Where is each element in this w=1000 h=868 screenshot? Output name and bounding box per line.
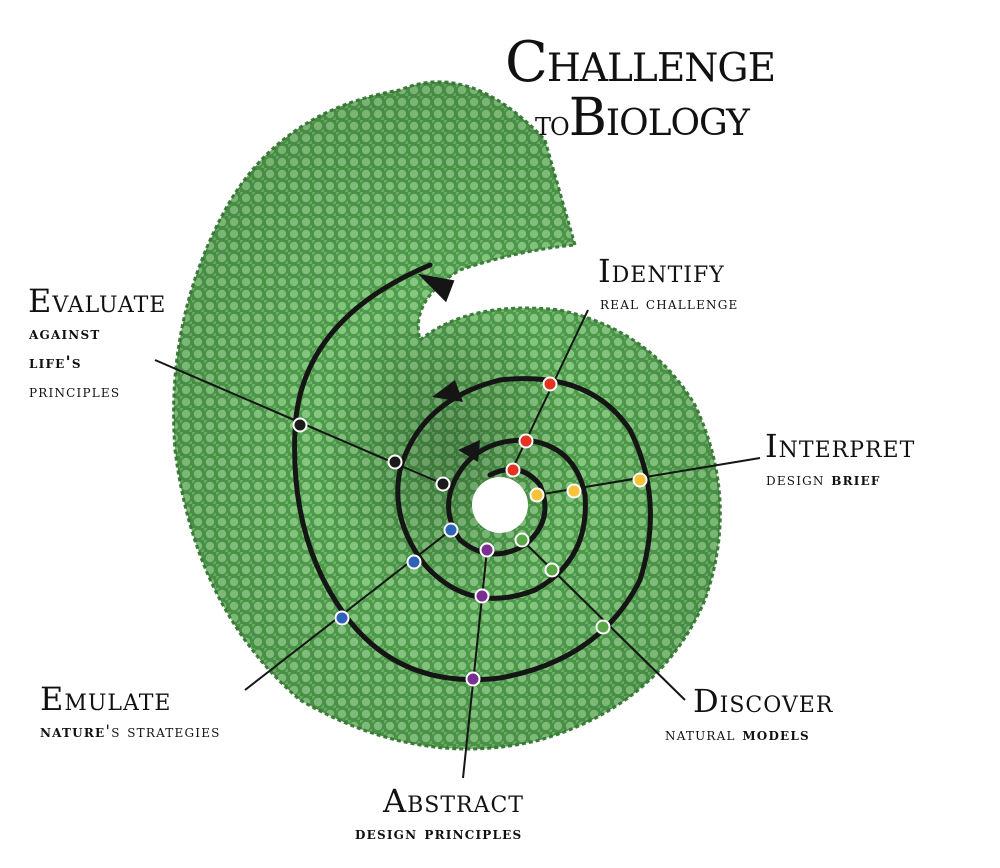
step-nodes xyxy=(292,376,648,687)
evaluate-subtitle-1: against xyxy=(29,324,101,344)
evaluate-subtitle-2: life's xyxy=(29,353,82,373)
interpret-sub-a: design xyxy=(766,470,832,490)
title-line-1: Challenge xyxy=(505,30,776,95)
evaluate-node-outer xyxy=(292,417,308,433)
evaluate-title: Evaluate xyxy=(28,282,167,320)
emulate-title: Emulate xyxy=(40,680,172,718)
title-line-2: toBiology xyxy=(535,88,750,148)
evaluate-node-inner xyxy=(435,476,451,492)
abstract-node-inner xyxy=(479,542,495,558)
arrowhead-middle xyxy=(432,380,463,402)
discover-node-inner xyxy=(514,532,530,548)
identify-title: Identify xyxy=(598,252,725,290)
abstract-subtitle: design principles xyxy=(355,824,523,844)
interpret-title: Interpret xyxy=(765,427,916,465)
interpret-sub-b: brief xyxy=(831,470,881,490)
title-to: to xyxy=(535,104,570,144)
evaluate-subtitle-3: principles xyxy=(29,382,121,402)
interpret-node-inner xyxy=(529,487,545,503)
discover-node-outer xyxy=(595,619,611,635)
emulate-subtitle: nature's strategies xyxy=(40,724,221,741)
abstract-node-outer xyxy=(465,671,481,687)
emulate-sub-a: nature xyxy=(40,722,106,742)
title-biology: Biology xyxy=(568,88,750,148)
discover-title: Discover xyxy=(693,682,834,720)
evaluate-node-middle xyxy=(387,454,403,470)
abstract-node-middle xyxy=(474,588,490,604)
interpret-node-outer xyxy=(632,472,648,488)
discover-sub-b: models xyxy=(742,725,810,745)
discover-subtitle: natural models xyxy=(665,727,810,744)
tail-spiral-shape xyxy=(172,80,722,751)
identify-subtitle: real challenge xyxy=(600,294,739,314)
discover-node-middle xyxy=(544,562,560,578)
discover-sub-a: natural xyxy=(665,725,743,745)
interpret-subtitle: design brief xyxy=(766,472,881,489)
arrowhead-inner xyxy=(458,440,480,462)
process-spiral-line xyxy=(292,262,653,683)
spiral-center-hole xyxy=(472,477,528,533)
emulate-node-middle xyxy=(406,554,422,570)
identify-node-outer xyxy=(542,376,558,392)
abstract-title: Abstract xyxy=(383,782,524,820)
abstract-leader xyxy=(462,549,488,779)
emulate-sub-b: 's strategies xyxy=(105,722,221,742)
arrowhead-outer xyxy=(417,273,455,303)
identify-node-middle xyxy=(518,433,534,449)
identify-node-inner xyxy=(505,462,521,478)
emulate-node-inner xyxy=(443,522,459,538)
emulate-node-outer xyxy=(334,610,350,626)
interpret-node-middle xyxy=(566,483,582,499)
